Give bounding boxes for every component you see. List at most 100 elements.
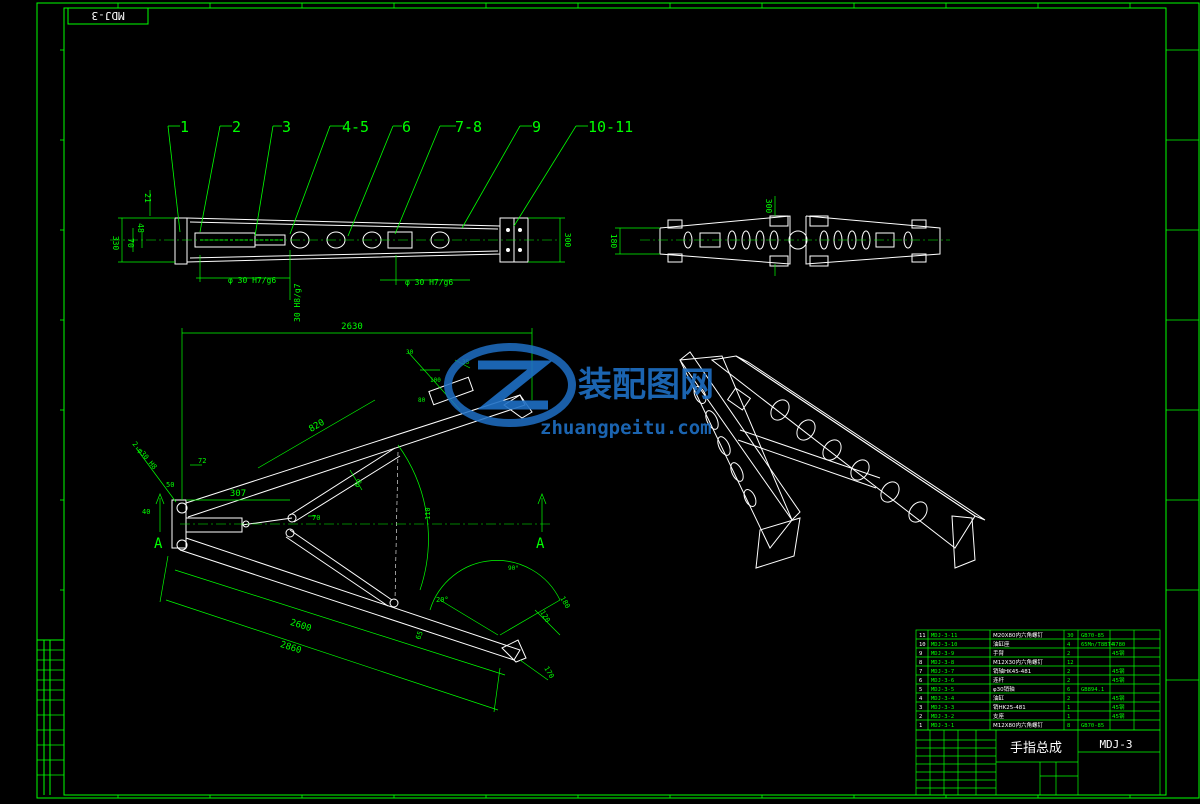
bom-std: GB894.1 [1081, 687, 1104, 693]
section-a-right: A [536, 536, 545, 552]
sheet-frame [36, 2, 1200, 799]
bom-rows: 11 MDJ-3-11 M20X80内六角螺钉 30 GB70-85 10 MD… [919, 631, 1125, 729]
bom-name: M12X80内六角螺钉 [993, 721, 1044, 729]
bom-mat: 4780 [1112, 642, 1125, 648]
bom-code: MDJ-3-11 [931, 633, 958, 639]
watermark: 装配图网 zhuangpeitu.com [444, 343, 714, 439]
top-view-dim-text: 330 70 48 21 300 φ 30 H7/g6 30 H8/g7 φ 3… [111, 193, 572, 322]
bom-qty: 2 [1067, 678, 1070, 684]
bom-code: MDJ-3-4 [931, 696, 955, 702]
dim-2860: 2860 [279, 640, 303, 656]
bom-row: 3 MDJ-3-3 销HK25-481 1 45钢 [919, 703, 1125, 711]
bom-row: 1 MDJ-3-1 M12X80内六角螺钉 8 GB70-85 [919, 721, 1104, 729]
bom-no: 10 [919, 642, 926, 648]
zone-ticks [60, 3, 1199, 798]
dim-300: 300 [563, 233, 572, 248]
dim-100: 100 [430, 377, 441, 384]
dim-48: 48 [136, 223, 145, 233]
bom-row: 5 MDJ-3-5 φ30销轴 6 GB894.1 [919, 685, 1104, 693]
bom-code: MDJ-3-6 [931, 678, 954, 684]
dim-70: 70 [312, 514, 320, 522]
bom-code: MDJ-3-5 [931, 687, 954, 693]
bom-qty: 6 [1067, 687, 1070, 693]
bom-mat: 45钢 [1112, 667, 1125, 675]
drawing-code: MDJ-3 [1099, 738, 1132, 751]
bom-qty: 12 [1067, 660, 1074, 666]
code-box-text: MDJ-3 [91, 9, 124, 22]
bom-std: 65Mn/T8BT4 [1081, 642, 1115, 648]
bom-qty: 2 [1067, 669, 1070, 675]
dim-60: 60 [353, 478, 364, 489]
bom-row: 7 MDJ-3-7 销轴HK45-481 2 45钢 [919, 667, 1125, 675]
bom-mat: 45钢 [1112, 703, 1125, 711]
dim-80: 80 [418, 397, 426, 404]
bom-name: 油缸 [993, 694, 1005, 702]
bom-std: GB70-85 [1081, 723, 1104, 729]
bom-name: 手臂 [993, 649, 1005, 657]
bom-row: 8 MDJ-3-8 M12X30内六角螺钉 12 [919, 658, 1074, 666]
bom-mat: 45钢 [1112, 676, 1125, 684]
balloon-3: 3 [282, 118, 291, 136]
dim-90deg: 90° [508, 565, 519, 572]
dim-30: 30 [406, 349, 414, 356]
bom-row: 6 MDJ-3-6 连杆 2 45钢 [919, 676, 1125, 684]
balloon-9: 9 [532, 118, 541, 136]
bom-no: 9 [919, 651, 922, 657]
balloon-10-11: 10-11 [588, 118, 633, 136]
dim-70: 70 [126, 238, 135, 248]
balloon-labels: 1 2 3 4-5 6 7-8 9 10-11 [180, 118, 633, 136]
bom-qty: 30 [1067, 633, 1074, 639]
bom-code: MDJ-3-9 [931, 651, 954, 657]
dim-21: 21 [143, 193, 152, 203]
bom-name: φ30销轴 [993, 685, 1015, 693]
watermark-en: zhuangpeitu.com [540, 417, 712, 439]
watermark-logo-icon [444, 343, 576, 427]
bom-no: 11 [919, 633, 926, 639]
bom-no: 4 [919, 696, 923, 702]
dim-2630: 2630 [341, 322, 363, 332]
main-view [171, 376, 533, 663]
dim-330: 330 [111, 236, 120, 251]
bom-qty: 1 [1067, 714, 1070, 720]
bom-mat: 45钢 [1112, 649, 1125, 657]
dim-72: 72 [198, 457, 206, 465]
bom-name: M12X30内六角螺钉 [993, 658, 1044, 666]
bom-no: 1 [919, 723, 922, 729]
section-a-left: A [154, 536, 163, 552]
balloon-6: 6 [402, 118, 411, 136]
dim-180: 180 [558, 595, 571, 610]
balloon-1: 1 [180, 118, 189, 136]
watermark-cn: 装配图网 [578, 365, 714, 405]
fit-left: φ 30 H7/g6 [228, 276, 276, 285]
drawing-title: 手指总成 [1010, 741, 1062, 756]
dim-40: 40 [142, 508, 150, 516]
bom-no: 6 [919, 678, 922, 684]
bom-name: 连杆 [993, 676, 1005, 684]
plan-dim-180: 180 [609, 234, 618, 249]
dim-110: 110 [424, 507, 432, 520]
bom-std: GB70-85 [1081, 633, 1104, 639]
bom-qty: 4 [1067, 642, 1071, 648]
dim-20deg: 20° [436, 596, 449, 604]
plan-view-dimensions [615, 196, 776, 276]
dim-820: 820 [307, 418, 326, 435]
bom-qty: 1 [1067, 705, 1070, 711]
bom-code: MDJ-3-8 [931, 660, 954, 666]
top-view-dimensions [118, 190, 565, 300]
isometric-view [679, 351, 986, 569]
bom-code: MDJ-3-7 [931, 669, 954, 675]
bom-no: 5 [919, 687, 922, 693]
balloon-7-8: 7-8 [455, 118, 482, 136]
bom-no: 7 [919, 669, 922, 675]
bom-name: M20X80内六角螺钉 [993, 631, 1044, 639]
dim-307: 307 [230, 489, 246, 499]
bom-qty: 2 [1067, 696, 1070, 702]
bom-row: 4 MDJ-3-4 油缸 2 45钢 [919, 694, 1125, 702]
dim-2600: 2600 [289, 618, 313, 634]
plan-view-dim-text: 180 300 [609, 199, 773, 249]
balloon-2: 2 [232, 118, 241, 136]
dim-65: 65 [414, 630, 424, 641]
fit-mid: 30 H8/g7 [293, 283, 302, 322]
balloon-4-5: 4-5 [342, 118, 369, 136]
bom-row: 11 MDJ-3-11 M20X80内六角螺钉 30 GB70-85 [919, 631, 1104, 639]
